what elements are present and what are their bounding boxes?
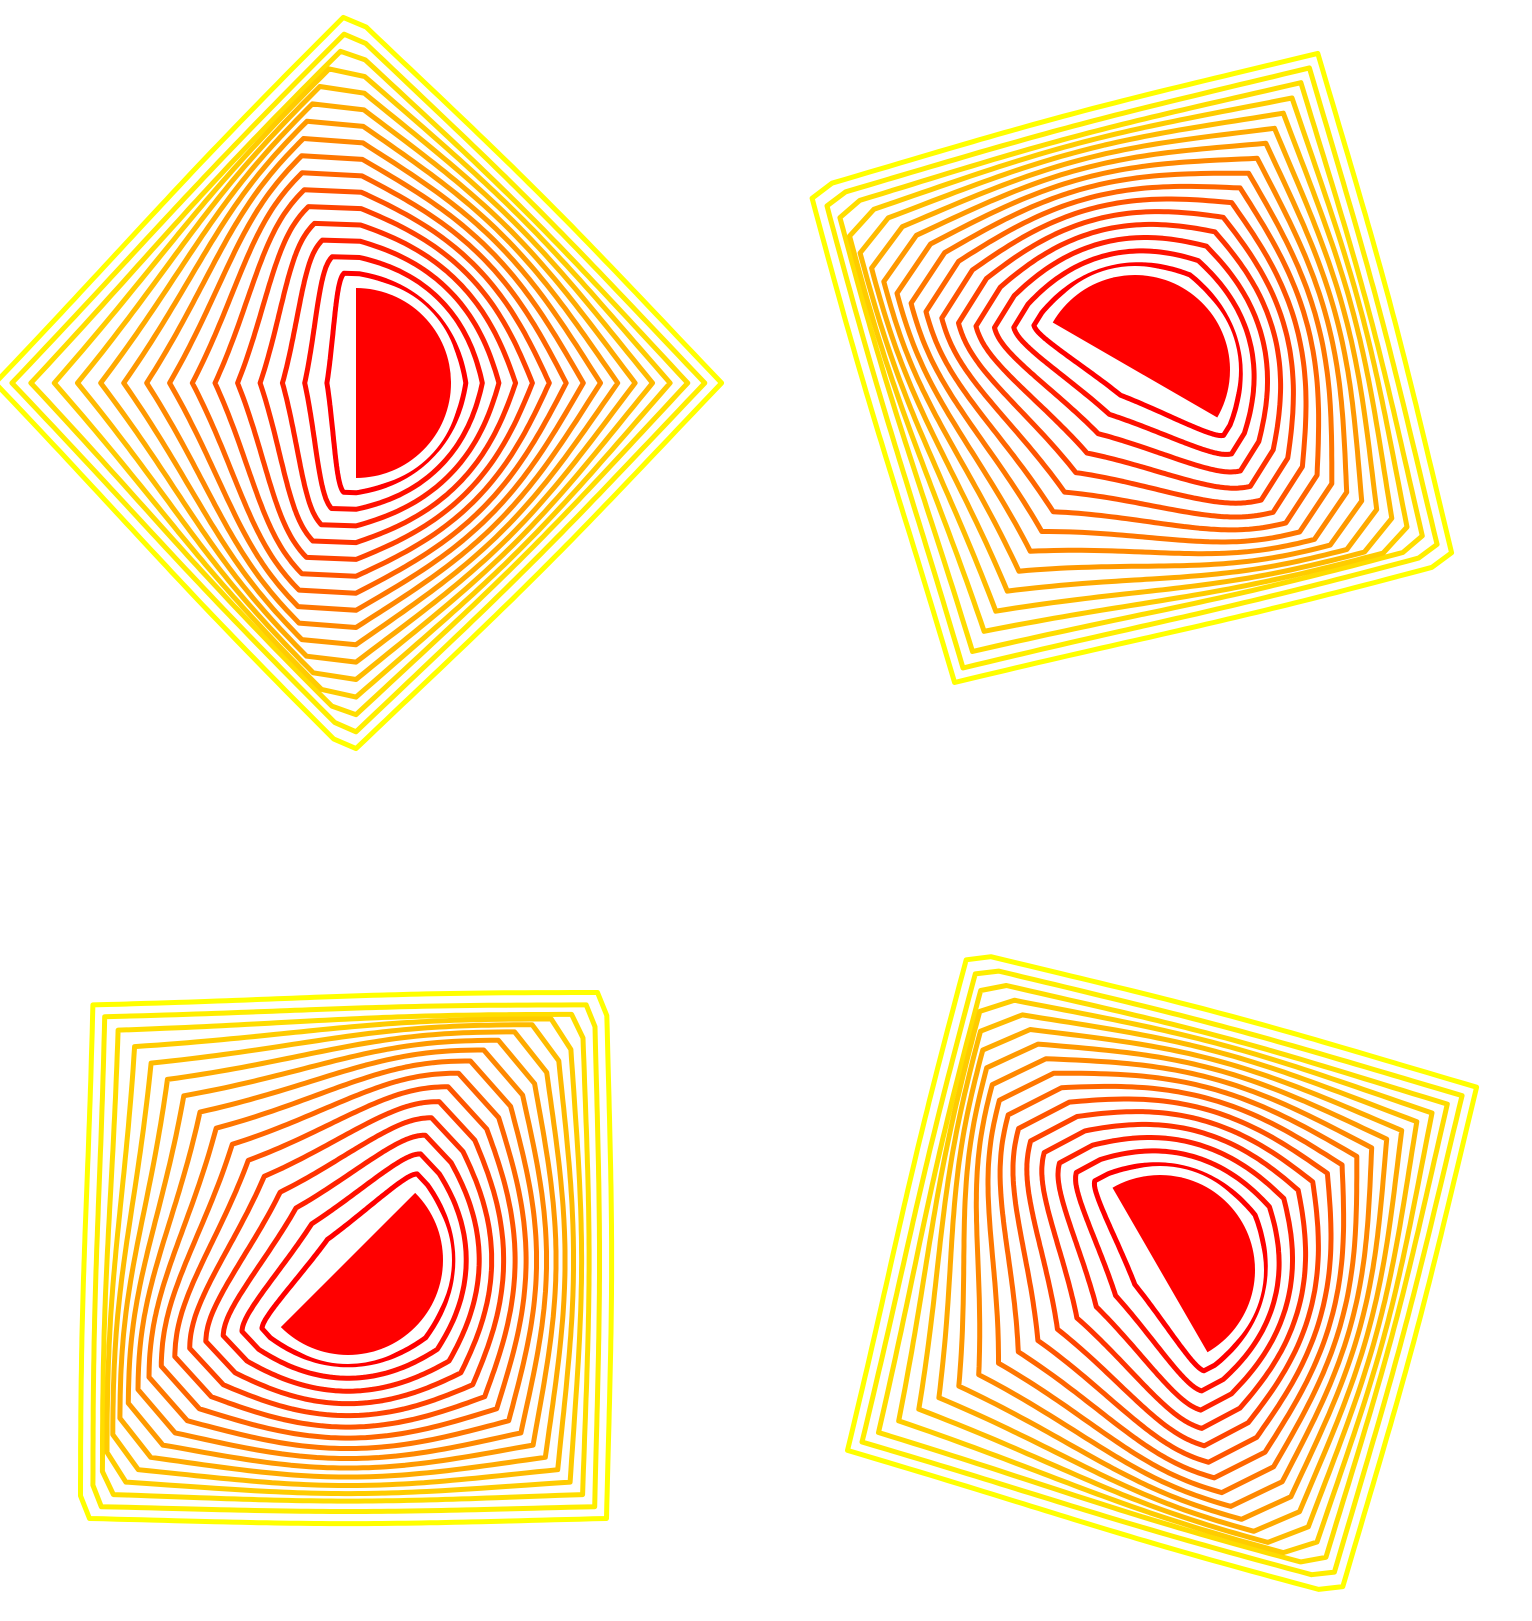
contour-ring bbox=[279, 237, 502, 529]
contour-ring bbox=[869, 125, 1380, 594]
contour-ring bbox=[896, 997, 1435, 1556]
contour-ring bbox=[956, 1041, 1390, 1522]
contour-ring bbox=[939, 196, 1309, 520]
contour-ring bbox=[158, 1070, 529, 1441]
contour-ring bbox=[235, 204, 535, 562]
contour-ring bbox=[104, 1016, 585, 1497]
contour-ring bbox=[1055, 1135, 1295, 1413]
contour-ring bbox=[172, 1084, 518, 1430]
half-disc-core bbox=[1112, 1175, 1255, 1353]
contour-ring bbox=[857, 110, 1395, 614]
contour-ring bbox=[239, 1151, 469, 1381]
half-disc-core bbox=[1052, 275, 1230, 418]
contour-ring bbox=[9, 31, 708, 735]
contour-ring bbox=[997, 1083, 1347, 1481]
contour-ring bbox=[1039, 1121, 1309, 1431]
contour-ring bbox=[220, 1132, 482, 1394]
figure-top-left bbox=[0, 14, 725, 752]
figure-bottom-left bbox=[78, 990, 615, 1527]
figure-top-right bbox=[809, 50, 1455, 685]
contour-ring bbox=[257, 220, 519, 546]
contour-ring bbox=[187, 1099, 507, 1419]
contour-ring bbox=[146, 1058, 539, 1451]
contour-ring bbox=[259, 1171, 456, 1368]
contour-ring bbox=[1024, 1109, 1321, 1449]
contour-ring bbox=[135, 1047, 549, 1461]
contour-ring bbox=[324, 270, 469, 496]
contour-ring bbox=[144, 136, 603, 630]
core-gap bbox=[1103, 1166, 1264, 1362]
contour-ring bbox=[992, 235, 1270, 475]
contour-ring bbox=[923, 183, 1322, 533]
contour-ring bbox=[837, 80, 1425, 654]
contour-ring bbox=[117, 1029, 568, 1480]
contour-ring bbox=[824, 65, 1440, 671]
contour-ring bbox=[1011, 248, 1257, 457]
half-disc-core bbox=[280, 1192, 443, 1355]
core-gap bbox=[271, 1183, 452, 1364]
contour-ring bbox=[936, 1027, 1405, 1534]
contour-ring bbox=[1073, 1148, 1282, 1394]
contour-ring bbox=[98, 101, 638, 665]
contour-ring bbox=[212, 187, 552, 579]
contour-ring bbox=[973, 1056, 1375, 1509]
core-gap bbox=[1043, 266, 1239, 427]
contour-ring bbox=[78, 990, 615, 1527]
contour-ring bbox=[1091, 1162, 1268, 1374]
contour-ring bbox=[90, 1002, 602, 1514]
contour-ring bbox=[1010, 1096, 1334, 1465]
contour-ring bbox=[121, 118, 621, 648]
contour-ring bbox=[302, 254, 485, 512]
contour-ring bbox=[809, 50, 1455, 685]
contour-ring bbox=[1031, 262, 1243, 439]
contour-ring bbox=[956, 209, 1296, 506]
contour-ring bbox=[916, 1012, 1420, 1545]
core-gap bbox=[347, 278, 460, 488]
contour-ring bbox=[28, 48, 691, 718]
contour-ring bbox=[845, 954, 1480, 1592]
contour-ring bbox=[167, 153, 586, 613]
contour-ring bbox=[0, 14, 725, 752]
contour-ring bbox=[908, 170, 1335, 545]
contour-ring bbox=[125, 1037, 559, 1471]
contour-ring bbox=[985, 1070, 1360, 1496]
contour-ring bbox=[876, 983, 1450, 1565]
contour-ring bbox=[859, 968, 1465, 1578]
figure-bottom-right bbox=[845, 954, 1480, 1592]
contour-ring bbox=[75, 84, 655, 682]
contour-ring bbox=[203, 1115, 495, 1407]
half-disc-core bbox=[356, 288, 451, 478]
contour-ring bbox=[110, 1022, 576, 1488]
contour-ring bbox=[847, 95, 1410, 634]
contour-ring bbox=[881, 140, 1365, 574]
contour-ring bbox=[973, 221, 1284, 491]
contour-ring bbox=[99, 1011, 592, 1504]
contour-ring bbox=[894, 155, 1350, 557]
contour-ring bbox=[189, 170, 569, 596]
contour-ring bbox=[51, 66, 673, 700]
